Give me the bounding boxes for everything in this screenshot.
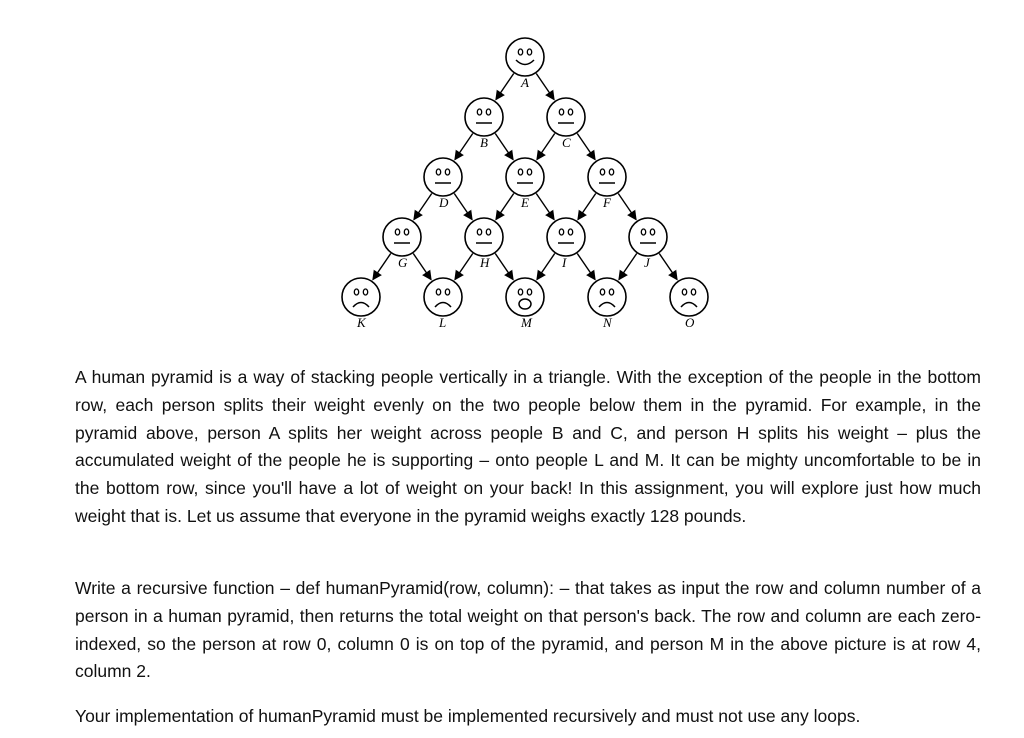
weight-arrow-E-I [535,193,555,221]
weight-arrow-H-M [494,253,514,281]
person-e-face-icon [505,157,545,197]
person-label-d: D [438,195,449,210]
weight-arrow-G-L [412,253,432,281]
person-label-b: B [480,135,488,150]
person-n-face-icon [587,277,627,317]
person-label-l: L [438,315,446,330]
weight-arrow-H-L [454,253,474,281]
human-pyramid-figure: A B C D E F G H I J K L M N O [341,37,709,330]
weight-arrow-F-J [617,193,637,221]
weight-arrow-I-M [536,253,556,281]
person-label-g: G [398,255,408,270]
weight-arrow-F-I [577,193,597,221]
weight-arrow-J-N [618,253,638,281]
constraint-paragraph: Your implementation of humanPyramid must… [75,706,861,726]
person-b-face-icon [464,97,504,137]
person-label-n: N [602,315,613,330]
person-k-face-icon [341,277,381,317]
person-label-f: F [602,195,612,210]
person-g-face-icon [382,217,422,257]
person-c-face-icon [546,97,586,137]
weight-arrow-C-E [536,133,556,161]
weight-arrow-E-H [495,193,515,221]
person-label-c: C [562,135,571,150]
weight-arrow-C-F [576,133,596,161]
weight-arrow-A-B [495,73,515,101]
person-label-k: K [356,315,367,330]
person-label-m: M [520,315,533,330]
person-f-face-icon [587,157,627,197]
person-label-o: O [685,315,695,330]
person-h-face-icon [464,217,504,257]
person-o-face-icon [669,277,709,317]
weight-arrow-D-H [453,193,473,221]
person-label-j: J [644,255,651,270]
person-label-h: H [479,255,490,270]
task-paragraph: Write a recursive function – def humanPy… [75,578,981,682]
person-a-face-icon [505,37,545,77]
person-i-face-icon [546,217,586,257]
person-label-e: E [520,195,529,210]
person-label-a: A [520,75,529,90]
person-label-i: I [561,255,567,270]
weight-arrow-D-G [413,193,433,221]
intro-paragraph: A human pyramid is a way of stacking peo… [75,367,981,526]
weight-arrow-B-D [454,133,474,161]
weight-arrow-G-K [372,253,392,281]
weight-arrow-J-O [658,253,678,281]
person-d-face-icon [423,157,463,197]
weight-arrow-I-N [576,253,596,281]
weight-arrow-A-C [535,73,555,101]
person-l-face-icon [423,277,463,317]
person-m-face-icon [505,277,545,317]
person-j-face-icon [628,217,668,257]
weight-arrow-B-E [494,133,514,161]
